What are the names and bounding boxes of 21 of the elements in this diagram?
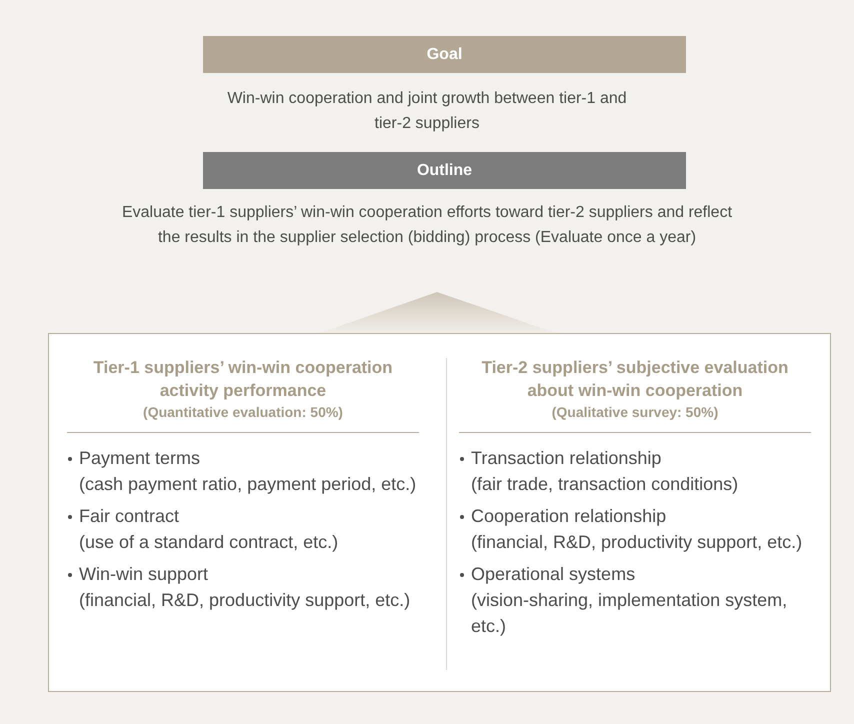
- item-title: Transaction relationship: [471, 447, 662, 470]
- item-title: Operational systems: [471, 563, 636, 586]
- item-detail: (financial, R&D, productivity support, etc.): [471, 531, 804, 554]
- column-heading: Tier-2 suppliers’ subjective evaluation about win-win cooperation: [480, 357, 790, 402]
- item-detail: (vision-sharing, implementation system, etc.): [471, 589, 788, 638]
- item-detail: (cash payment ratio, payment period, etc.): [79, 473, 418, 496]
- evaluation-panel: [48, 333, 831, 692]
- item-title: Fair contract: [79, 505, 180, 528]
- column-subheading: (Quantitative evaluation: 50%): [142, 404, 344, 420]
- section-band: Outline: [203, 152, 686, 189]
- column-heading: Tier-1 suppliers’ win-win cooperation activity performance: [92, 357, 394, 402]
- item-detail: (use of a standard contract, etc.): [79, 531, 340, 554]
- item-detail: (financial, R&D, productivity support, etc.): [79, 589, 412, 612]
- section-description: Win-win cooperation and joint growth between tier-1 and tier-2 suppliers: [226, 89, 628, 134]
- section-description: Evaluate tier-1 suppliers’ win-win cooperation efforts toward tier-2 suppliers and reflect the results in the supplier selection (bidding) process (Evaluate once a year): [120, 203, 734, 248]
- item-title: Win-win support: [79, 563, 210, 586]
- item-detail: (fair trade, transaction conditions): [471, 473, 740, 496]
- section-band: Goal: [203, 36, 686, 73]
- item-title: Payment terms: [79, 447, 202, 470]
- item-title: Cooperation relationship: [471, 505, 668, 528]
- column-subheading: (Qualitative survey: 50%): [550, 404, 720, 420]
